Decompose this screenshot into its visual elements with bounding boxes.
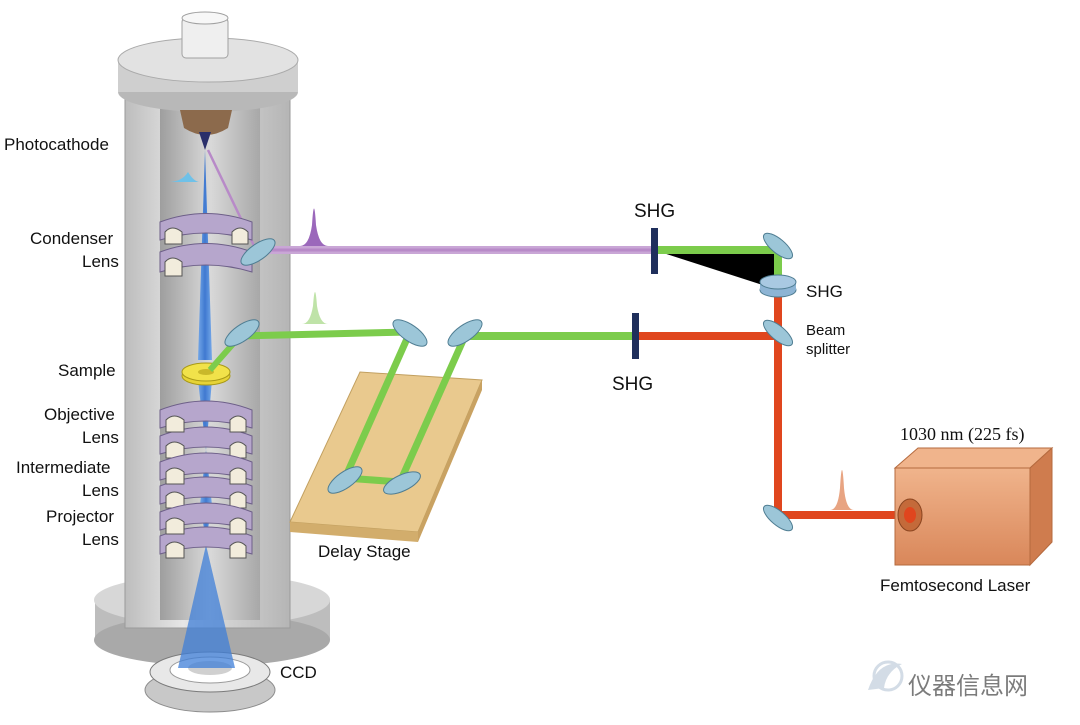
lens-stack [159, 400, 253, 559]
projector-label-line2: Lens [82, 530, 119, 549]
shg-right-label: SHG [806, 282, 843, 301]
intermediate-lens [159, 452, 253, 509]
projector-label-line1: Projector [46, 507, 114, 526]
objective-label-line2: Lens [82, 428, 119, 447]
laser-spec-label: 1030 nm (225 fs) [900, 424, 1025, 445]
sample-disk [181, 362, 231, 386]
pulse-icon [300, 208, 854, 510]
beam-splitter-label-line2: splitter [806, 341, 850, 358]
condenser-label-line2: Lens [82, 252, 119, 271]
condenser-lens [159, 213, 253, 277]
shg-crystal-icon [632, 228, 797, 359]
mirror-icon [224, 232, 794, 532]
beam-splitter-label-line1: Beam [806, 322, 845, 339]
intermediate-label-line1: Intermediate [16, 458, 111, 477]
delay-stage [289, 371, 483, 542]
watermark-text: 仪器信息网 [908, 673, 1028, 700]
sample-label: Sample [58, 361, 116, 380]
laser-name-label: Femtosecond Laser [880, 576, 1031, 595]
femtosecond-laser [893, 446, 1054, 567]
electron-pulse-icon [168, 172, 200, 182]
delay-stage-label: Delay Stage [318, 542, 411, 561]
laser-beams [207, 246, 900, 519]
projector-lens [159, 502, 253, 559]
shg-top-label: SHG [634, 201, 675, 222]
condenser-label-line1: Condenser [30, 229, 114, 248]
photocathode-tip [180, 110, 232, 150]
watermark-logo-icon [868, 660, 904, 692]
objective-label-line1: Objective [44, 405, 115, 424]
shg-lower-label: SHG [612, 374, 653, 395]
photocathode-label: Photocathode [4, 135, 109, 154]
ccd-label: CCD [280, 663, 317, 682]
intermediate-label-line2: Lens [82, 481, 119, 500]
microscope-column [94, 11, 330, 713]
objective-lens [159, 400, 253, 459]
